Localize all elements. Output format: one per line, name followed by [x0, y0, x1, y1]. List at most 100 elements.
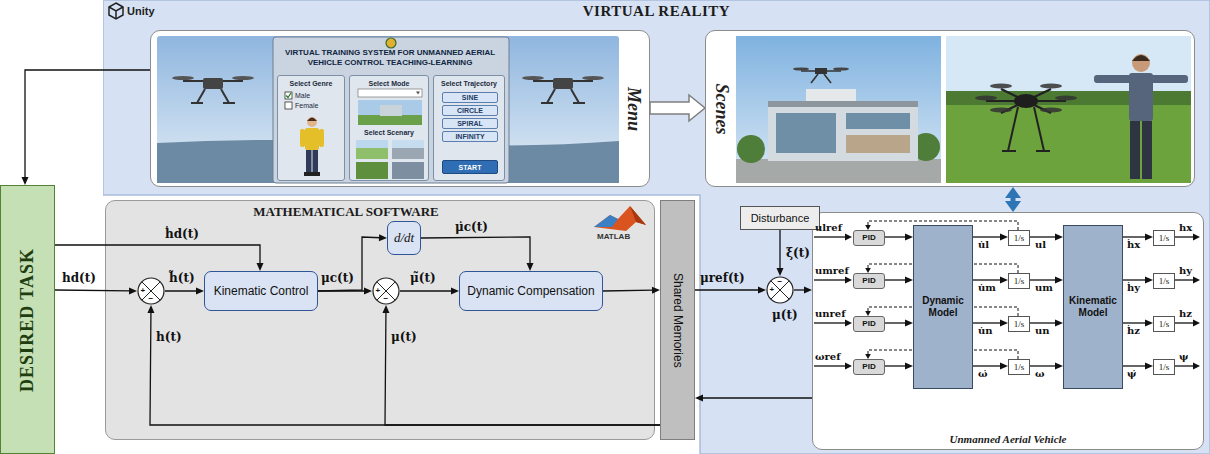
illustration-part	[736, 36, 941, 183]
node-text: 1/s	[1159, 319, 1170, 329]
arrow-head	[905, 277, 913, 284]
signal-label: h(t)	[156, 330, 182, 344]
signal-label: ωref	[815, 351, 840, 363]
node-text: +	[376, 287, 381, 295]
arrow-head	[379, 234, 387, 241]
connector	[603, 287, 660, 294]
node-text: 1/s	[1159, 276, 1170, 286]
illustration-part	[990, 108, 1012, 113]
node-text: +	[141, 287, 146, 295]
illustration-part	[232, 76, 254, 80]
illustration-part	[814, 322, 846, 323]
node-text: SPIRAL	[457, 119, 483, 128]
illustration-part	[736, 159, 941, 183]
connector	[55, 287, 137, 294]
illustration-part	[776, 113, 836, 153]
illustration-part	[594, 215, 618, 227]
connector	[400, 288, 459, 295]
connector	[650, 95, 705, 121]
node-text: VIRTUAL REALITY	[103, 3, 1210, 20]
connector-line	[885, 365, 907, 366]
arrow-head	[1145, 234, 1153, 241]
arrow-head	[1000, 363, 1008, 370]
connector	[885, 320, 913, 327]
menu-button: SINE	[442, 92, 498, 103]
illustration-part	[380, 105, 402, 116]
connector-line	[25, 70, 150, 179]
illustration-part	[1014, 94, 1038, 108]
arrow-head	[1055, 277, 1063, 284]
arrow-head	[527, 263, 534, 271]
illustration-part	[1040, 84, 1062, 89]
connector-line	[55, 245, 260, 265]
illustration-part	[1036, 150, 1050, 152]
node-text: PID	[862, 276, 875, 286]
illustration-part	[109, 3, 123, 19]
illustration-part	[1034, 107, 1044, 151]
illustration-part	[356, 140, 388, 159]
arrow-head	[1145, 320, 1153, 327]
node-text: Select Mode	[350, 79, 428, 88]
connector-line	[701, 397, 812, 398]
illustration-part	[845, 320, 852, 327]
signal-label: ul	[1035, 239, 1046, 251]
genre-illustration	[278, 76, 346, 182]
connector	[865, 221, 1018, 230]
connector-line	[794, 289, 806, 290]
arrow-head	[196, 288, 204, 295]
model-block: Dynamic Model	[913, 225, 973, 389]
illustration-part	[1008, 107, 1018, 151]
node-text: INFINITY	[455, 132, 484, 141]
connector	[1005, 187, 1021, 212]
illustration-part	[814, 279, 846, 280]
illustration-part	[285, 102, 292, 109]
connector	[885, 277, 913, 284]
connector	[695, 287, 766, 294]
signal-label: μ(t)	[772, 308, 798, 322]
illustration-part	[1132, 54, 1150, 72]
connector	[885, 234, 913, 241]
model-block: Kinematic Model	[1063, 225, 1123, 389]
signal-label: um	[1035, 282, 1053, 294]
arrow-head	[1055, 234, 1063, 241]
illustration-part	[630, 206, 646, 225]
node-text: DESIRED TASK	[17, 248, 38, 392]
signal-label: ψ̇	[1127, 368, 1136, 380]
arrow-head	[257, 263, 264, 271]
illustration-part	[815, 68, 827, 74]
illustration-part	[1193, 234, 1200, 241]
integrator-block: 1/s	[1008, 359, 1030, 375]
node-text: Select Genre	[278, 79, 344, 88]
illustration-part	[1142, 121, 1152, 179]
illustration-part	[273, 37, 509, 183]
illustration-part	[573, 102, 585, 104]
menu-section: Select GenreMaleFemale	[277, 75, 345, 181]
arrow-head	[451, 288, 459, 295]
connector-line	[885, 236, 907, 237]
illustration-part	[416, 92, 420, 95]
integrator-block: 1/s	[1153, 230, 1175, 246]
signal-label: μc(t)	[321, 271, 354, 285]
signal-label: hd(t)	[62, 271, 96, 285]
illustration-part	[1174, 279, 1194, 280]
arrow-head	[905, 320, 913, 327]
node-text: 1/s	[1159, 233, 1170, 243]
connector	[165, 288, 204, 295]
connector-line	[868, 307, 1018, 316]
scenes-panel: Scenes	[705, 30, 1195, 187]
connector	[865, 264, 1018, 273]
node-text: PID	[862, 233, 875, 243]
process-box: Kinematic Control	[204, 271, 318, 311]
node-text: MATHEMATICAL SOFTWARE	[106, 204, 586, 220]
node-text: Menu	[623, 86, 644, 130]
connector	[318, 234, 387, 291]
signal-label: umref	[815, 265, 849, 277]
illustration-part	[306, 150, 312, 172]
integrator-block: 1/s	[1008, 230, 1030, 246]
node-text: Male	[295, 91, 310, 100]
illustration-part	[767, 277, 793, 303]
illustration-part	[285, 92, 292, 99]
node-text: 1/s	[1014, 233, 1025, 243]
integrator-block: 1/s	[1008, 273, 1030, 289]
illustration-part	[373, 278, 399, 304]
